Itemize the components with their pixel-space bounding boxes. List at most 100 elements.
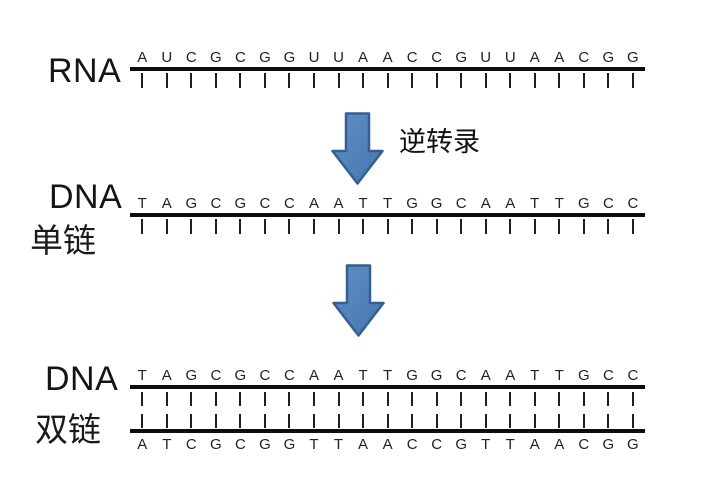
base-letter: G (234, 367, 247, 384)
bond-tick-cell (596, 73, 621, 88)
bond-tick (190, 219, 193, 234)
dna-double-top-backbone-line (130, 385, 645, 389)
reverse-transcription-label: 逆转录 (399, 127, 480, 158)
bond-tick-cell (277, 73, 302, 88)
bond-tick-cell (400, 392, 425, 406)
bond-tick (582, 219, 585, 234)
bond-tick-cell (572, 392, 597, 406)
bond-tick (386, 392, 389, 406)
bond-tick (533, 414, 536, 428)
bond-tick (165, 219, 168, 234)
bond-tick-cell (130, 73, 155, 88)
bond-tick-cell (179, 219, 204, 234)
bond-tick-cell (523, 219, 548, 234)
base-letter: C (627, 367, 639, 384)
bond-tick (460, 392, 463, 406)
bond-tick-cell (228, 73, 253, 88)
base-letter: C (234, 436, 246, 453)
bond-tick (239, 414, 242, 428)
bond-tick (239, 219, 242, 234)
base-letter: A (382, 49, 393, 66)
base-letter: A (529, 436, 540, 453)
base-letter: U (504, 49, 516, 66)
bond-tick-cell (179, 414, 204, 428)
bond-tick (214, 73, 217, 88)
bond-tick (141, 73, 144, 88)
bond-tick-cell (523, 73, 548, 88)
bond-tick (509, 414, 512, 428)
bond-tick-cell (547, 392, 572, 406)
bond-tick-cell (596, 414, 621, 428)
base-letter: T (530, 367, 540, 384)
bond-tick (460, 73, 463, 88)
bond-tick (509, 392, 512, 406)
bond-tick-cell (473, 73, 498, 88)
base-letter: C (406, 49, 418, 66)
bond-tick-cell (621, 219, 646, 234)
bond-tick-cell (473, 392, 498, 406)
bond-tick (607, 73, 610, 88)
bond-tick (337, 73, 340, 88)
bond-tick-cell (621, 73, 646, 88)
bond-tick-cell (473, 414, 498, 428)
base-letter: T (505, 436, 515, 453)
base-letter: C (578, 436, 590, 453)
bond-tick-cell (498, 392, 523, 406)
base-letter: G (406, 367, 418, 384)
dna-single-backbone-line (130, 213, 645, 217)
rna-bond-tick-row (130, 71, 645, 88)
bond-tick (582, 414, 585, 428)
bond-tick (631, 392, 634, 406)
bond-tick (214, 392, 217, 406)
base-letter: T (358, 195, 368, 212)
bond-tick-cell (547, 73, 572, 88)
bond-tick (288, 73, 291, 88)
bond-tick-cell (621, 414, 646, 428)
bond-tick-cell (424, 219, 449, 234)
base-letter: C (284, 195, 295, 212)
base-letter: G (627, 49, 639, 66)
bond-tick (362, 73, 365, 88)
bond-tick-cell (375, 219, 400, 234)
bond-tick (386, 414, 389, 428)
bond-tick (558, 392, 561, 406)
bond-tick-cell (351, 392, 376, 406)
bond-tick-cell (400, 219, 425, 234)
bond-tick (263, 392, 266, 406)
bond-tick-cell (596, 392, 621, 406)
down-arrow-icon (332, 264, 385, 337)
base-letter: C (578, 49, 590, 66)
bond-tick (239, 73, 242, 88)
base-letter: T (530, 195, 540, 212)
base-letter: C (210, 195, 222, 212)
bond-tick-cell (498, 219, 523, 234)
bond-tick (558, 219, 561, 234)
base-letter: U (161, 49, 173, 66)
base-letter: C (259, 367, 271, 384)
bond-tick-cell (424, 414, 449, 428)
base-letter: G (602, 49, 615, 66)
bond-tick-cell (326, 73, 351, 88)
bond-tick-cell (253, 414, 278, 428)
bond-tick-cell (351, 219, 376, 234)
bond-tick (607, 392, 610, 406)
bond-tick (141, 414, 144, 428)
down-arrow-icon (331, 112, 384, 185)
base-letter: G (577, 195, 590, 212)
base-letter: T (137, 195, 147, 212)
rna-label: RNA (48, 52, 122, 90)
bond-tick (509, 219, 512, 234)
base-letter: G (430, 195, 443, 212)
bond-tick (190, 73, 193, 88)
bond-tick-cell (302, 219, 327, 234)
dna-double-strand-label: 双链 (35, 410, 101, 449)
base-letter: A (480, 367, 491, 384)
bond-tick (484, 219, 487, 234)
bond-tick (288, 219, 291, 234)
dna-double-upper-bond-tick-row (130, 389, 645, 410)
